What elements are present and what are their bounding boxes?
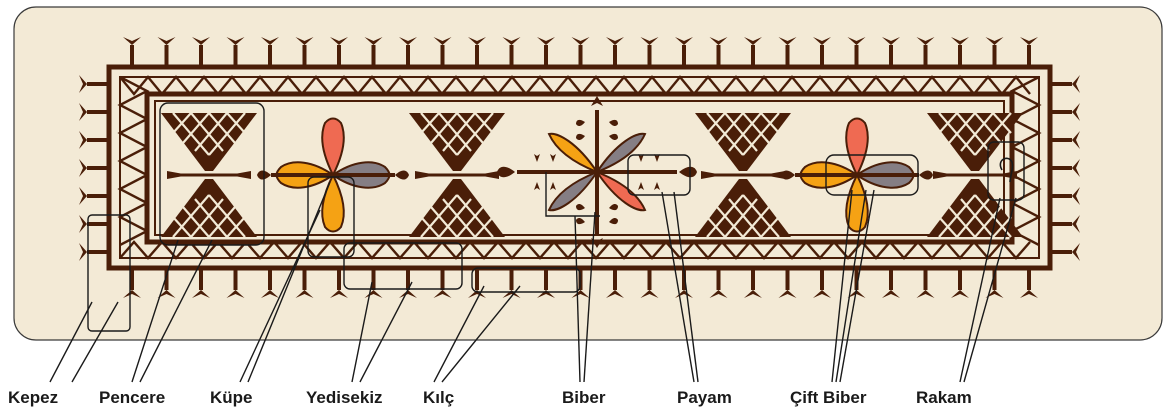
hourglass-motif <box>695 113 791 237</box>
label-kilc: Kılç <box>423 388 454 407</box>
label-payam: Payam <box>677 388 732 407</box>
label-cift-biber: Çift Biber <box>790 388 867 407</box>
label-kupe: Küpe <box>210 388 253 407</box>
label-kepez: Kepez <box>8 388 58 407</box>
hourglass-motif <box>927 113 1023 237</box>
hourglass-motif <box>409 113 505 237</box>
motif-labels: Kepez Pencere Küpe Yedisekiz Kılç Biber … <box>8 388 972 407</box>
label-yedisekiz: Yedisekiz <box>306 388 383 407</box>
label-pencere: Pencere <box>99 388 165 407</box>
label-biber: Biber <box>562 388 606 407</box>
hourglass-motif <box>161 113 257 237</box>
label-rakam: Rakam <box>916 388 972 407</box>
